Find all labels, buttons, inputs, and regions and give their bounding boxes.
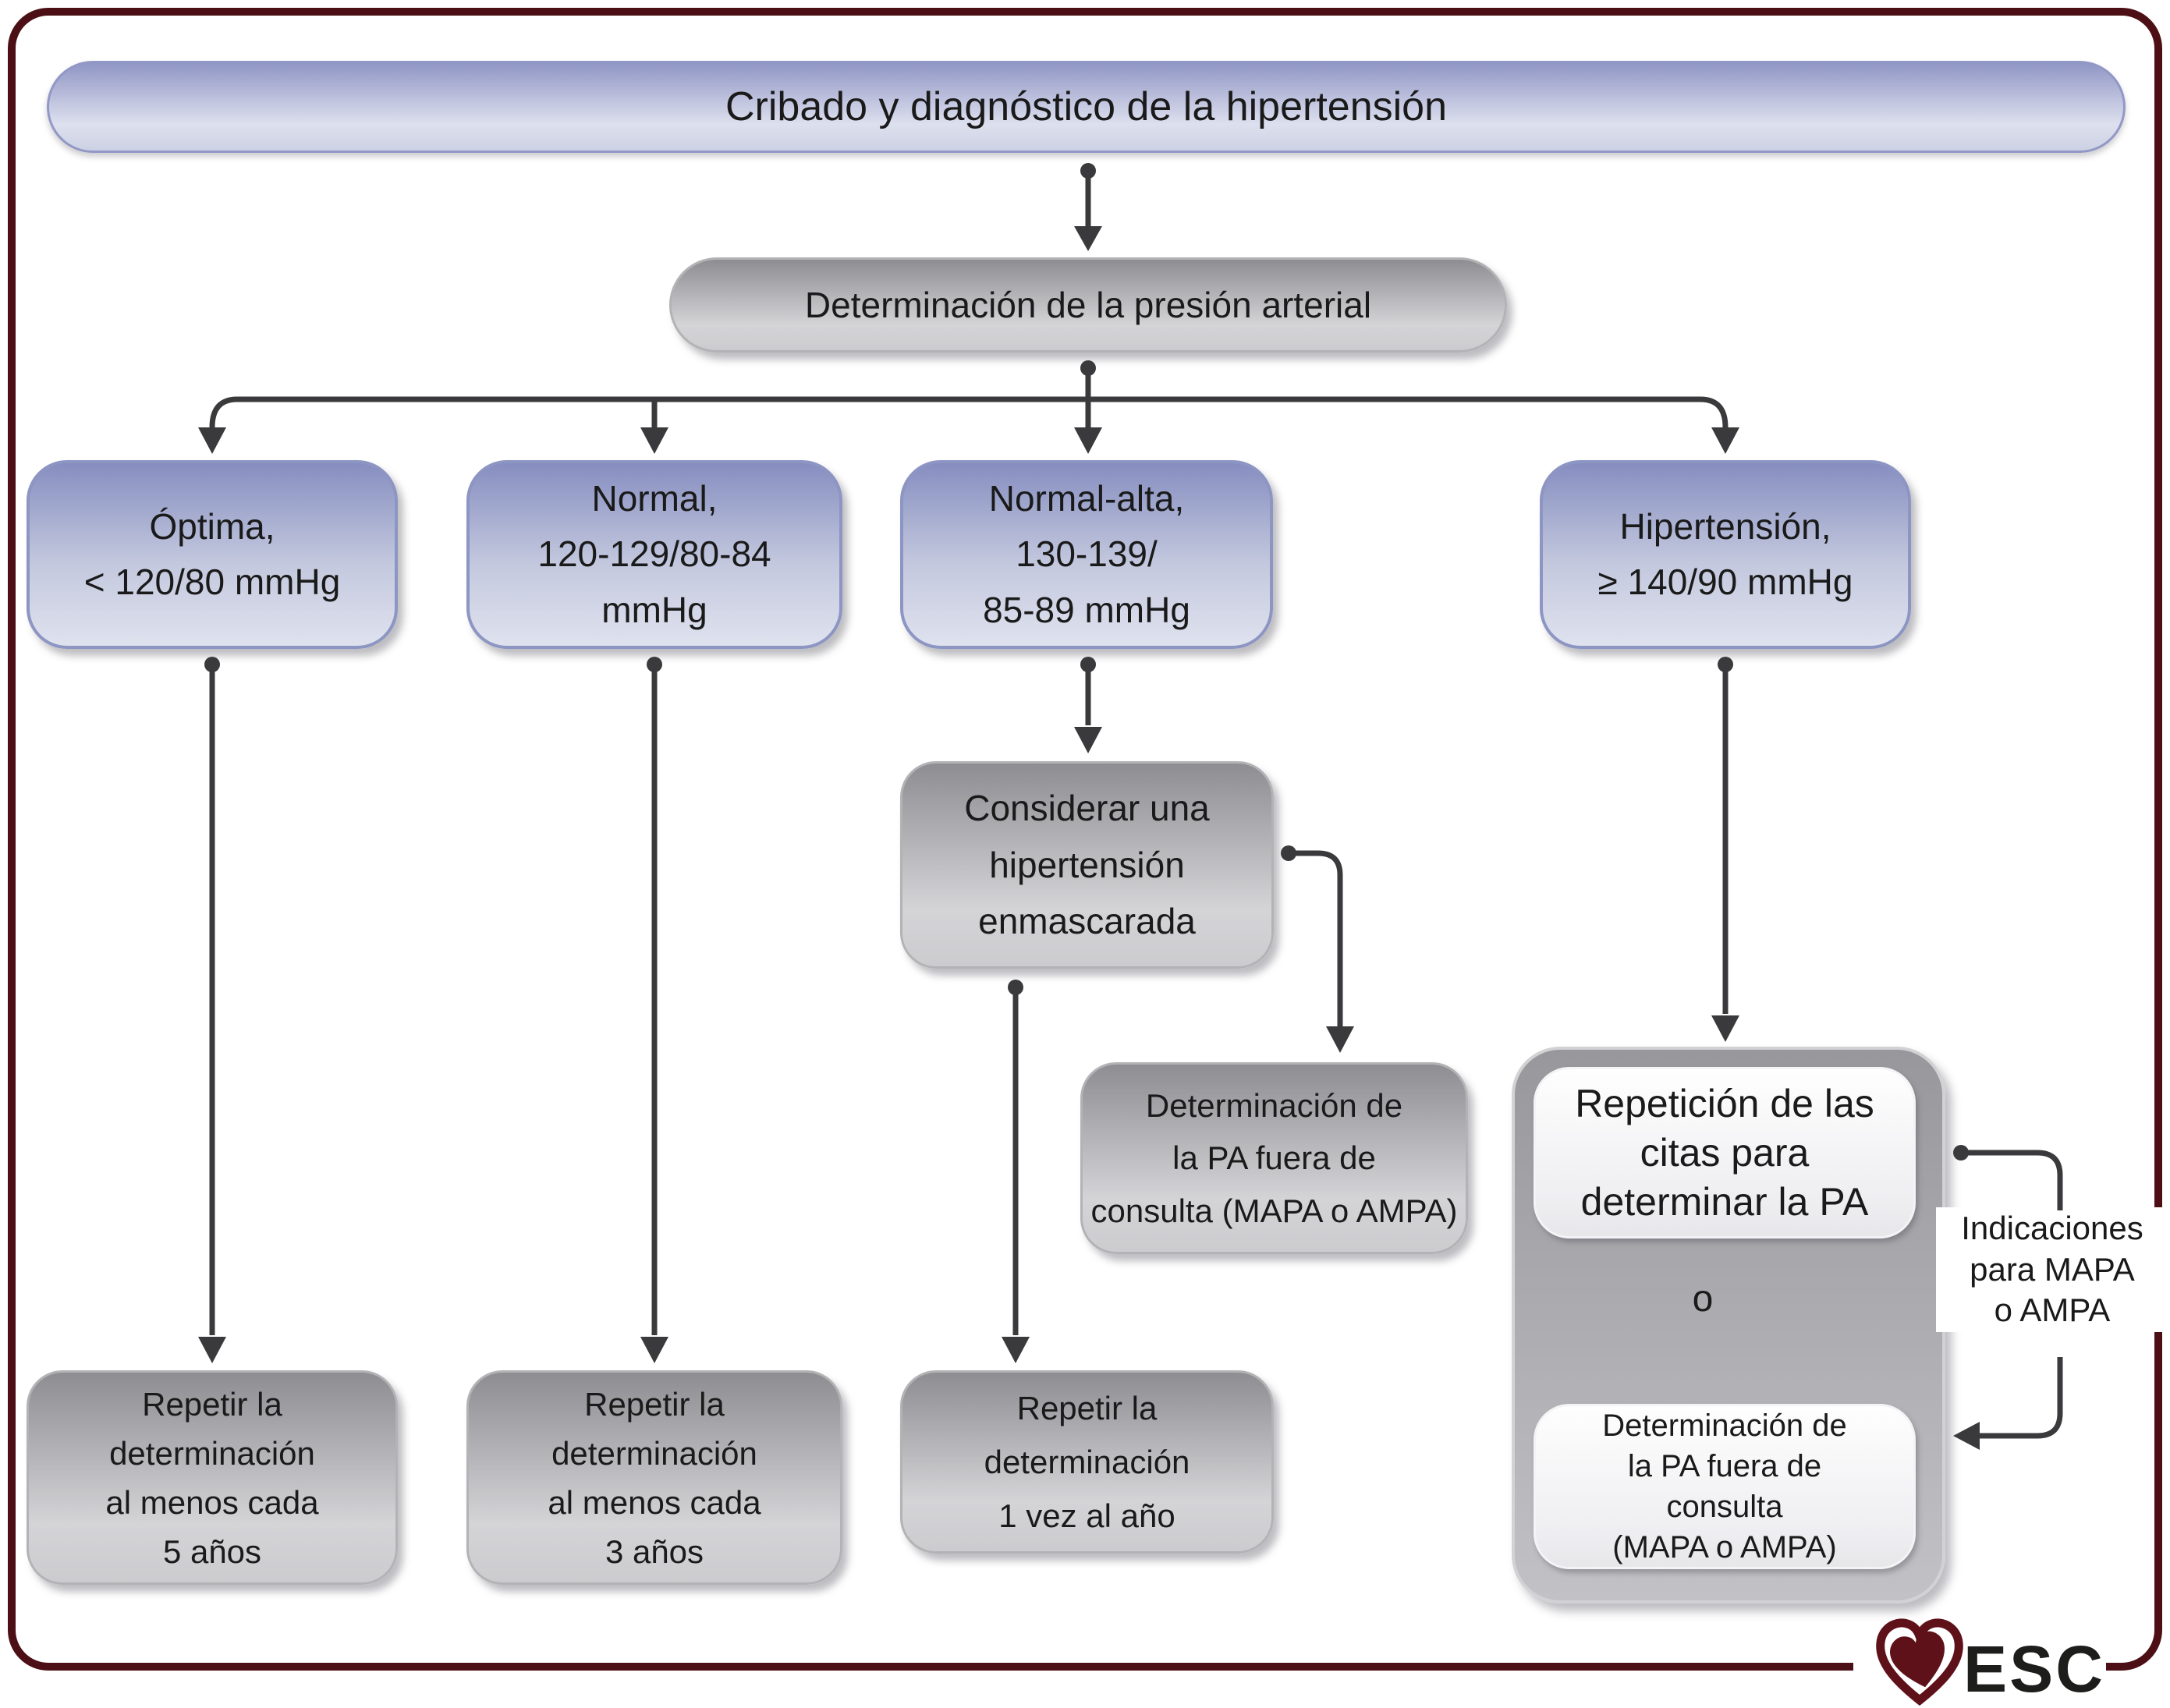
category-hipertension-box: Hipertensión, ≥ 140/90 mmHg	[1540, 460, 1911, 649]
out-of-office-bp-box-2: Determinación de la PA fuera de consulta…	[1534, 1404, 1916, 1569]
page-title: Cribado y diagnóstico de la hipertensión	[47, 61, 2126, 153]
followup-3-years-box: Repetir la determinación al menos cada 3…	[466, 1370, 842, 1585]
figure-border	[8, 8, 2162, 1671]
or-label: o	[1692, 1277, 1714, 1320]
esc-heart-icon	[1876, 1618, 1963, 1706]
out-of-office-bp-box: Determinación de la PA fuera de consulta…	[1080, 1062, 1468, 1254]
bp-measurement-box: Determinación de la presión arterial	[669, 257, 1507, 353]
category-optima-box: Óptima, < 120/80 mmHg	[27, 460, 398, 649]
repeat-visits-box: Repetición de las citas para determinar …	[1534, 1067, 1916, 1238]
mapa-ampa-indications-note: Indicaciones para MAPA o AMPA	[1936, 1207, 2168, 1332]
category-normal-alta-box: Normal-alta, 130-139/ 85-89 mmHg	[900, 460, 1273, 649]
followup-5-years-box: Repetir la determinación al menos cada 5…	[27, 1370, 398, 1585]
category-normal-box: Normal, 120-129/80-84 mmHg	[466, 460, 842, 649]
esc-logo-text: ESC	[1963, 1632, 2105, 1706]
followup-1-year-box: Repetir la determinación 1 vez al año	[900, 1370, 1274, 1554]
masked-hypertension-box: Considerar una hipertensión enmascarada	[900, 761, 1274, 969]
